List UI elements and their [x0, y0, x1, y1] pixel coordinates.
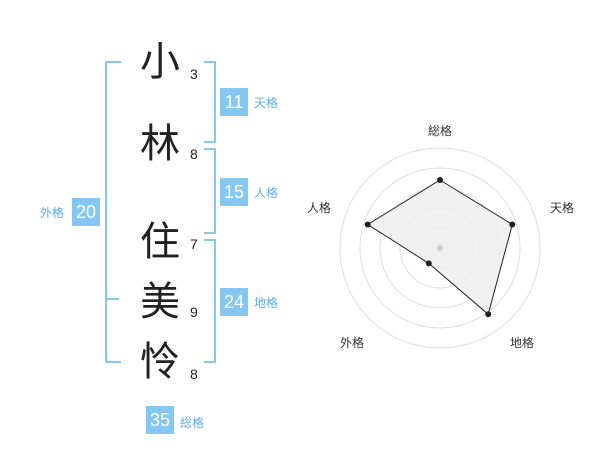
- tenkaku-bracket: [204, 61, 216, 143]
- radar-label-chikaku: 地格: [510, 336, 535, 350]
- soukaku-score: 35: [146, 406, 174, 434]
- radar-point-2: [509, 221, 516, 228]
- jinkaku-bracket: [204, 148, 216, 234]
- name-char-3: 住: [140, 219, 180, 265]
- radar-ring: [359, 167, 521, 329]
- gaikaku-label: 外格: [40, 206, 65, 220]
- chikaku-bracket: [204, 239, 216, 363]
- radar-center-dot: [437, 245, 443, 251]
- chikaku-label: 地格: [254, 296, 279, 310]
- stroke-count-2: 8: [190, 146, 198, 162]
- jinkaku-label: 人格: [254, 186, 279, 200]
- gaikaku-score: 20: [72, 198, 100, 226]
- chikaku-score: 24: [220, 288, 248, 316]
- radar-point-3: [485, 311, 492, 318]
- radar-chart: [339, 147, 541, 349]
- radar-label-tenkaku: 天格: [550, 201, 575, 215]
- radar-ring: [339, 147, 541, 349]
- soukaku-label: 総格: [180, 416, 205, 430]
- gaikaku-bracket: [105, 61, 121, 363]
- stroke-count-4: 9: [190, 304, 198, 320]
- stroke-count-5: 8: [190, 366, 198, 382]
- stroke-count-3: 7: [190, 236, 198, 252]
- radar-point-5: [364, 221, 371, 228]
- name-char-4: 美: [140, 279, 180, 325]
- name-char-2: 林: [140, 121, 180, 167]
- gaikaku-bracket-tick: [105, 298, 119, 300]
- tenkaku-score: 11: [220, 88, 248, 116]
- radar-label-jinkaku: 人格: [307, 201, 332, 215]
- name-char-5: 怜: [140, 339, 180, 385]
- radar-label-soukaku: 総格: [428, 124, 453, 138]
- radar-point-4: [425, 260, 432, 267]
- radar-point-1: [437, 177, 443, 183]
- name-char-1: 小: [140, 39, 180, 85]
- radar-label-gaikaku: 外格: [340, 336, 365, 350]
- jinkaku-score: 15: [220, 178, 248, 206]
- tenkaku-label: 天格: [254, 96, 279, 110]
- stroke-count-1: 3: [190, 66, 198, 82]
